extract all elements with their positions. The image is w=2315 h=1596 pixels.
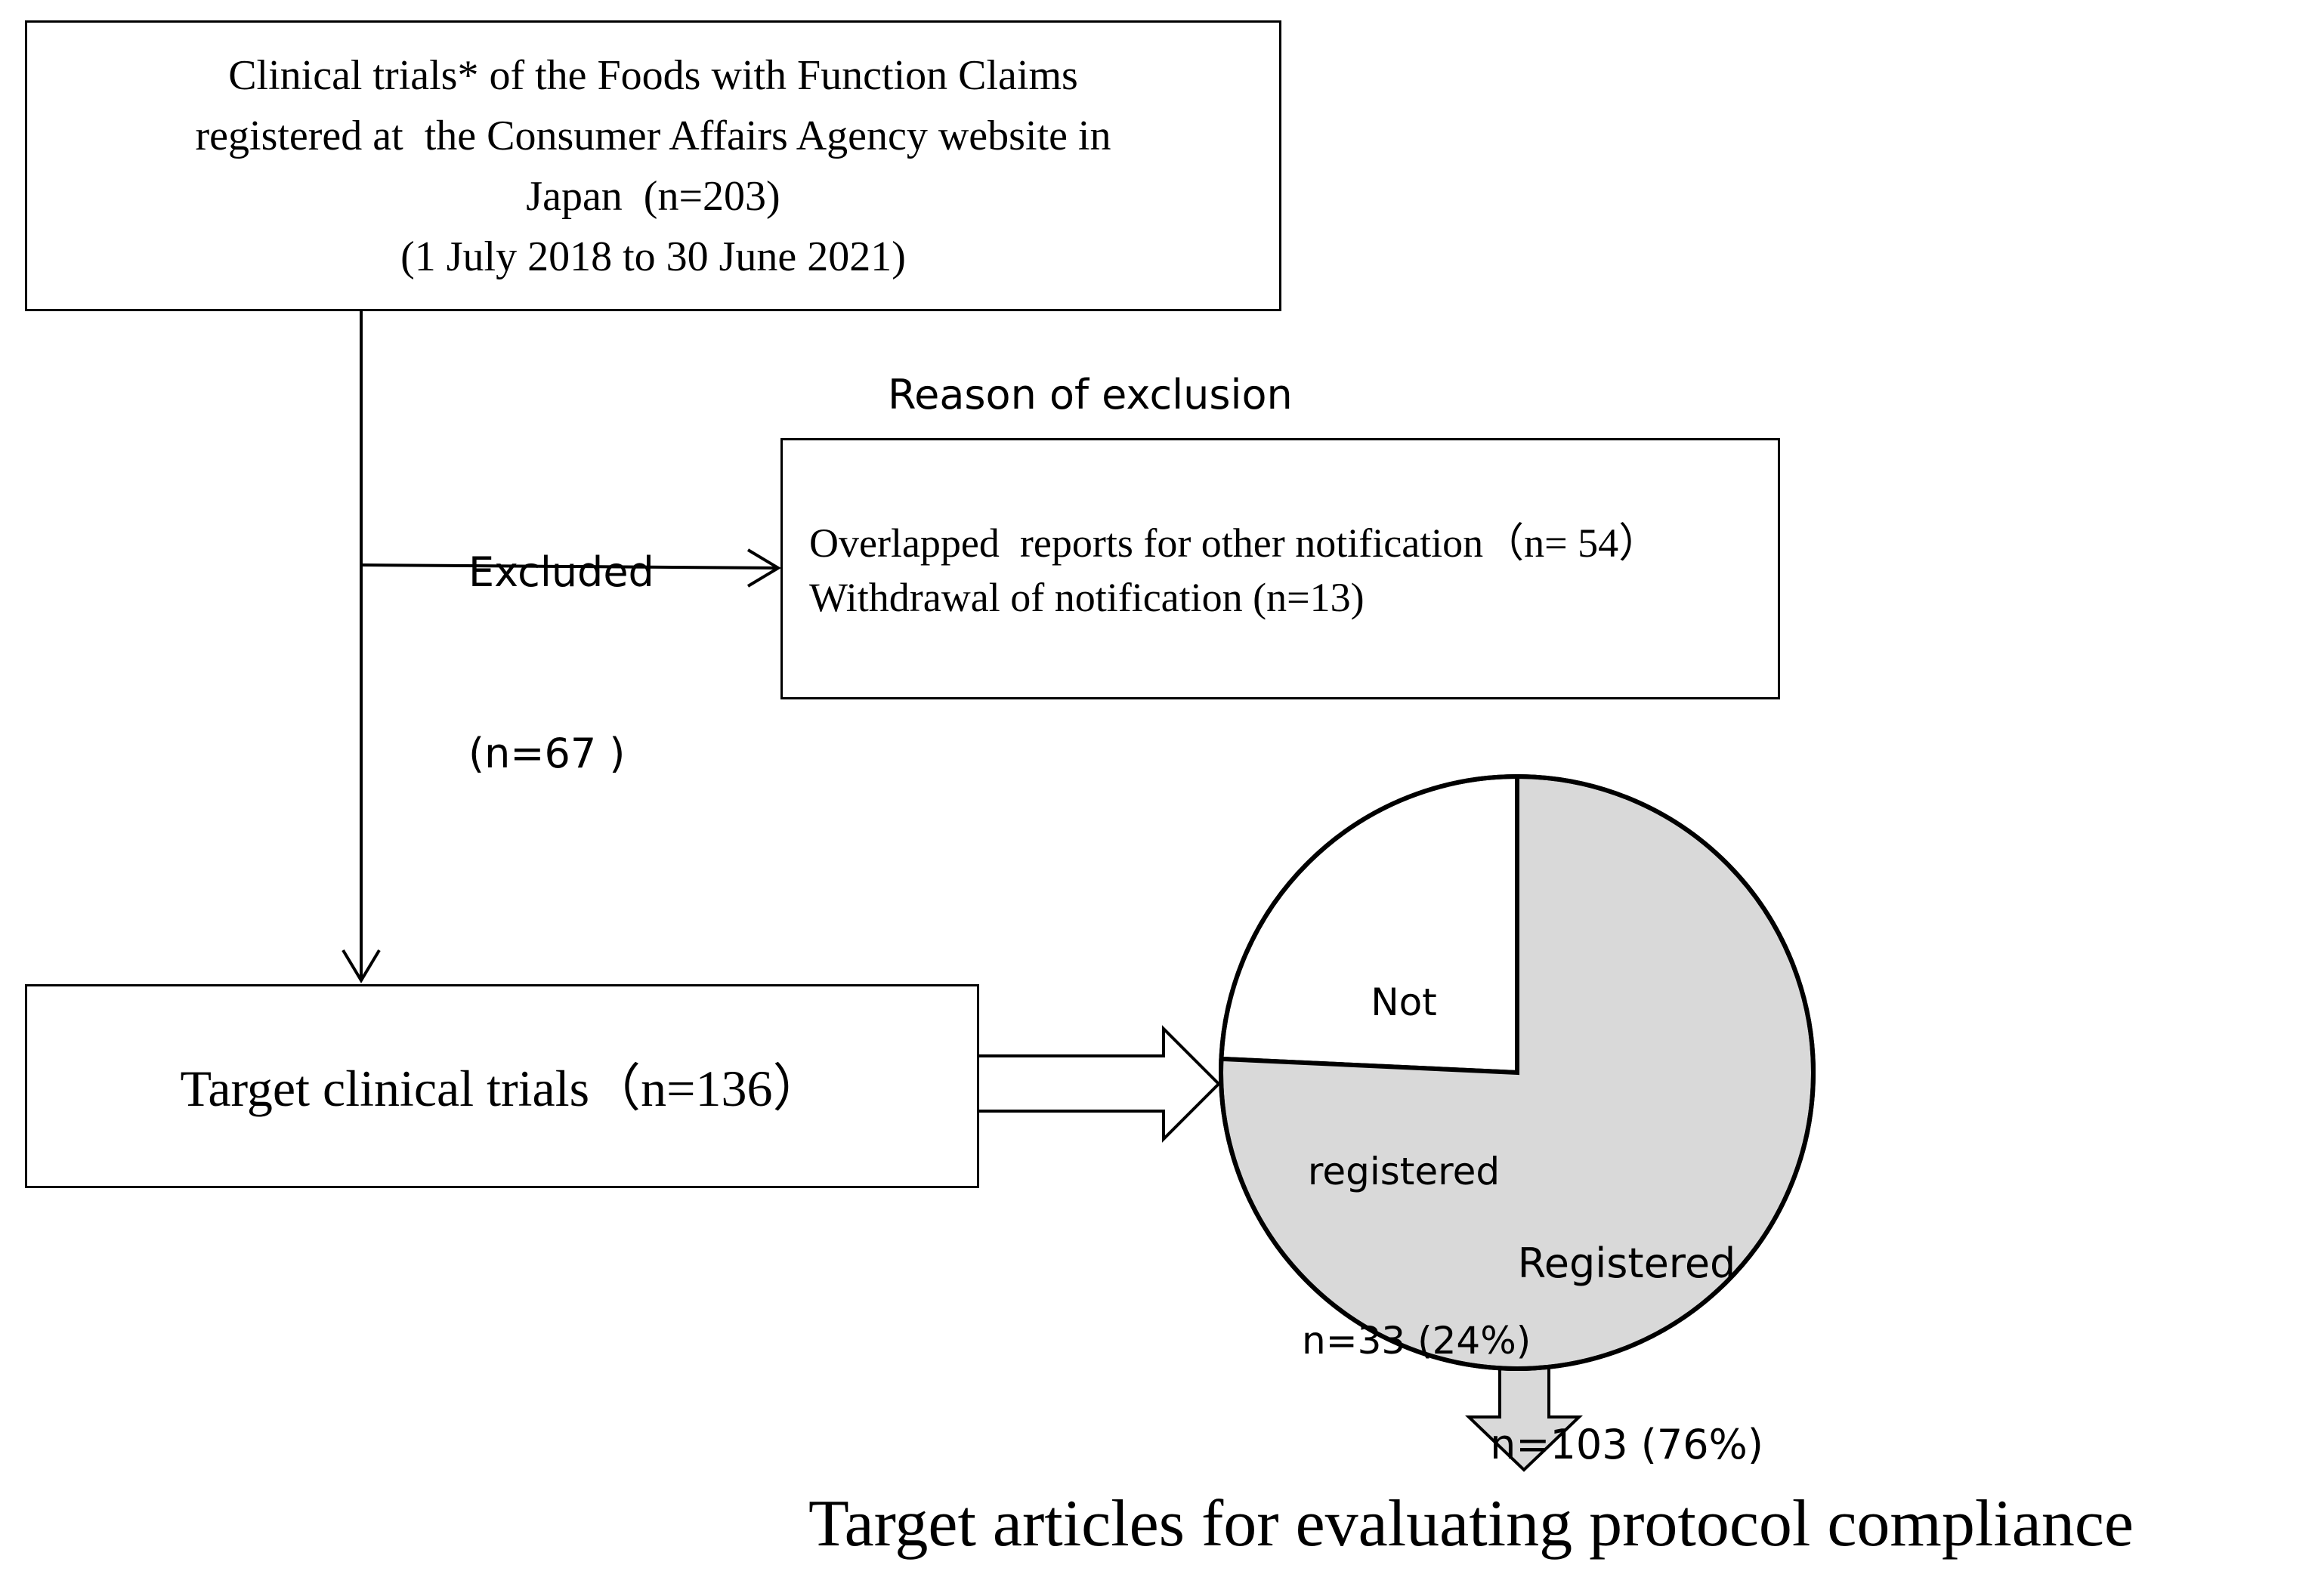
target-trials-box: Target clinical trials（n=136）	[25, 984, 979, 1188]
exclusion-branch-arrowhead	[746, 548, 781, 588]
excluded-count: (n=67 )	[468, 730, 626, 777]
pie-label-registered: Registered n=103 (76%)	[1453, 1113, 1800, 1596]
pie-label-registered-line-2: n=103 (76%)	[1490, 1421, 1763, 1468]
pie-label-not-registered-line-1: Not	[1371, 980, 1437, 1024]
final-caption: Target articles for evaluating protocol …	[808, 1487, 2134, 1560]
pie-chart	[1219, 773, 1816, 1371]
exclusion-reason-overlapped: Overlapped reports for other notificatio…	[809, 520, 1660, 566]
pie-label-registered-line-1: Registered	[1517, 1239, 1736, 1287]
target-trials-label: Target clinical trials（n=136）	[180, 1059, 824, 1117]
pie-label-not-registered: Not registered n=33 (24%)	[1302, 863, 1531, 1480]
exclusion-reasons-box: Overlapped reports for other notificatio…	[780, 438, 1780, 699]
main-flow-arrowhead	[342, 949, 381, 983]
source-box-line-1: Clinical trials* of the Foods with Funct…	[228, 52, 1078, 99]
target-to-pie-block-arrow	[973, 1025, 1221, 1143]
excluded-label-text: Excluded	[468, 548, 654, 596]
source-trials-box: Clinical trials* of the Foods with Funct…	[25, 20, 1281, 311]
pie-label-not-registered-line-2: registered	[1307, 1150, 1501, 1193]
source-box-line-3: Japan (n=203)	[526, 173, 780, 220]
excluded-label: Excluded (n=67 )	[468, 421, 654, 905]
source-box-line-2: registered at the Consumer Affairs Agenc…	[195, 113, 1111, 159]
exclusion-branch-line	[360, 563, 779, 570]
exclusion-reason-withdrawal: Withdrawal of notification (n=13)	[809, 575, 1365, 620]
source-box-line-4: (1 July 2018 to 30 June 2021)	[400, 233, 906, 280]
exclusion-reason-title: Reason of exclusion	[888, 371, 1293, 418]
pie-outline	[1219, 774, 1816, 1371]
